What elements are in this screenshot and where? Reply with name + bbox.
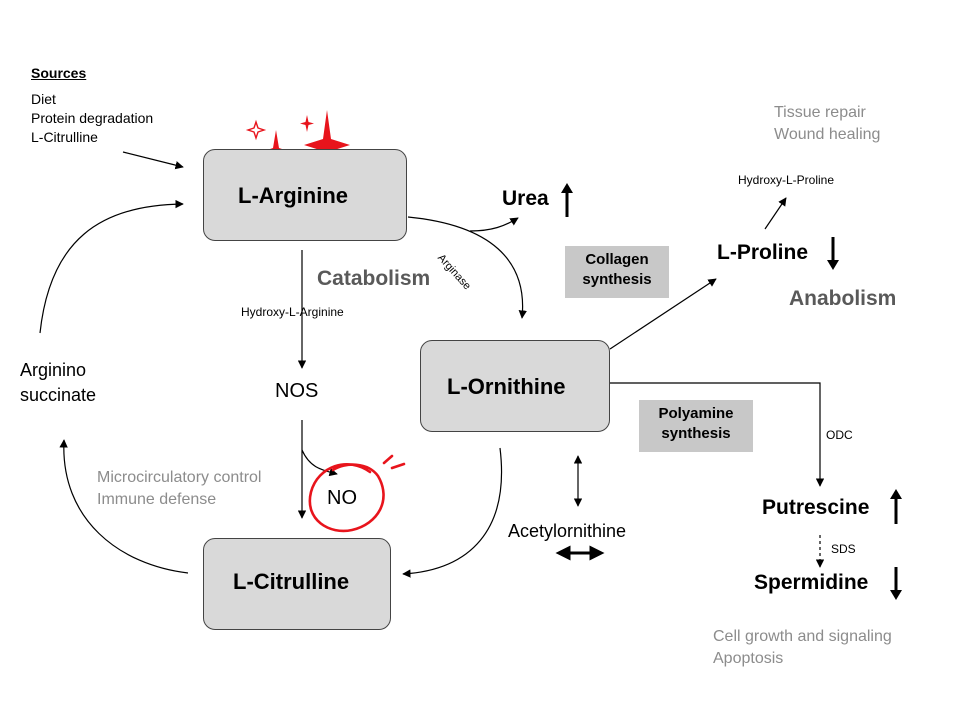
anabolism-label: Anabolism: [789, 287, 897, 310]
collagen-synthesis-tag: Collagen synthesis: [565, 246, 669, 298]
sources-title: Sources: [31, 65, 87, 81]
hydroxy-proline-label: Hydroxy-L-Proline: [738, 173, 835, 187]
citrulline-box: [203, 538, 391, 630]
putrescine-trend-up-icon: [890, 489, 902, 524]
source-item: Diet: [31, 91, 56, 107]
ornithine-box: [420, 340, 610, 432]
arrow-citrulline-to-argininosuccinate: [59, 439, 189, 574]
hydroxy-arginine-label: Hydroxy-L-Arginine: [241, 305, 344, 319]
nos-label: NOS: [275, 380, 319, 402]
arrow-ornithine-to-proline: [609, 278, 717, 350]
polyamine-synthesis-tag: Polyamine synthesis: [639, 400, 753, 452]
proline-trend-down-icon: [827, 237, 839, 270]
polyamine-line1: Polyamine: [658, 405, 734, 422]
effect-immune: Immune defense: [97, 491, 217, 508]
sds-label: SDS: [831, 542, 856, 556]
polyamine-line2: synthesis: [661, 425, 731, 442]
spermidine-trend-down-icon: [890, 567, 902, 600]
arrow-to-urea: [469, 217, 519, 232]
arrow-ornithine-to-putrescine: [610, 382, 825, 487]
urea-label: Urea: [502, 187, 549, 210]
argininosuccinate-line2: succinate: [20, 385, 97, 405]
citrulline-label: L-Citrulline: [233, 569, 350, 594]
effect-tissue-repair: Tissue repair: [774, 104, 866, 121]
arrow-nos-to-no: [301, 449, 338, 477]
argininosuccinate-line1: Arginino: [20, 360, 87, 380]
catabolism-label: Catabolism: [317, 267, 431, 290]
effect-microcirculatory: Microcirculatory control: [97, 469, 262, 486]
source-item: Protein degradation: [31, 110, 154, 126]
arginine-box: [203, 149, 407, 241]
odc-label: ODC: [826, 428, 853, 442]
effect-wound-healing: Wound healing: [774, 126, 881, 143]
arrow-arginine-to-ornithine: [407, 216, 527, 319]
no-highlight-circle: [308, 454, 406, 533]
collagen-line2: synthesis: [582, 271, 652, 288]
acetylornithine-label: Acetylornithine: [508, 521, 627, 541]
collagen-line1: Collagen: [585, 251, 649, 268]
urea-trend-up-icon: [561, 183, 573, 217]
putrescine-label: Putrescine: [762, 496, 870, 519]
source-item: L-Citrulline: [31, 129, 98, 145]
arrow-argininosuccinate-to-arginine: [39, 199, 184, 334]
arrow-sources-to-arginine: [122, 151, 184, 170]
no-label: NO: [327, 487, 357, 509]
effect-cell-growth: Cell growth and signaling: [713, 628, 892, 645]
spermidine-label: Spermidine: [754, 571, 869, 594]
arrow-ornithine-to-citrulline: [402, 447, 502, 578]
ornithine-label: L-Ornithine: [447, 374, 566, 399]
effect-apoptosis: Apoptosis: [713, 650, 784, 667]
arginine-label: L-Arginine: [238, 183, 348, 208]
proline-label: L-Proline: [717, 241, 809, 264]
arrow-proline-to-hydroxyproline: [764, 197, 787, 230]
